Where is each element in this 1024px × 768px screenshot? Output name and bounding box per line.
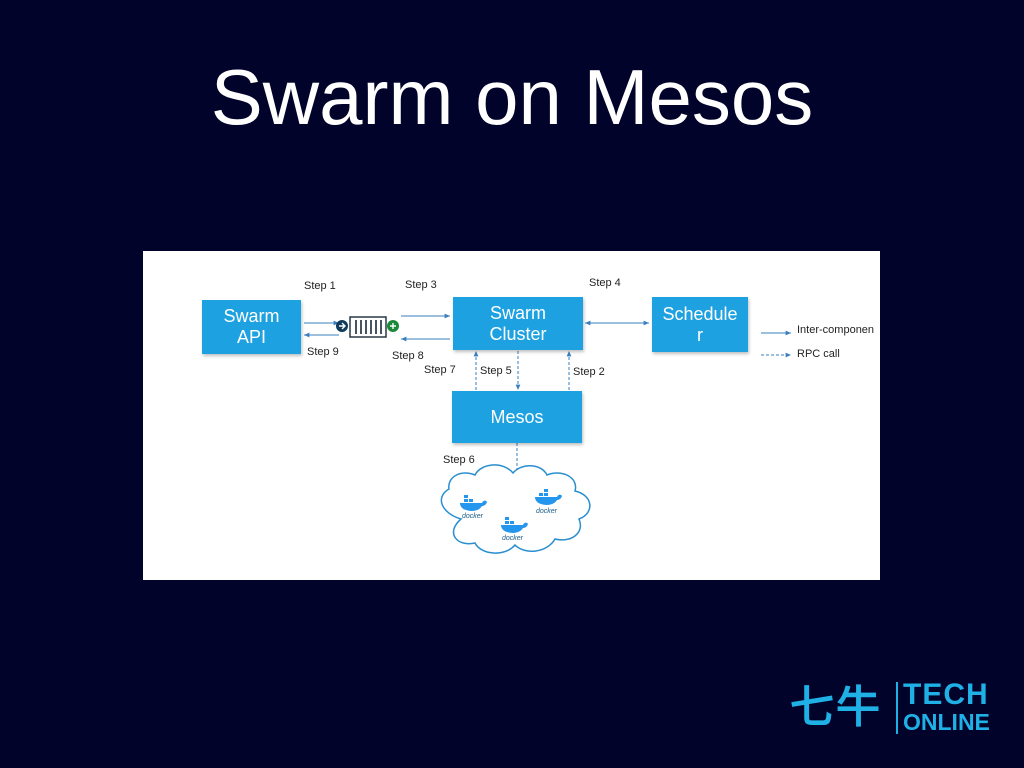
swarm-cluster-label-line1: Swarm: [489, 302, 546, 323]
step-8-label: Step 8: [392, 350, 424, 362]
docker-label: docker: [462, 513, 484, 520]
step-5-label: Step 5: [480, 365, 512, 377]
mesos-box: Mesos: [452, 391, 582, 443]
docker-whale-icon: [501, 517, 528, 533]
scheduler-label-line1: Schedule: [662, 303, 738, 324]
logo-chinese-text: 七牛: [790, 682, 882, 733]
legend-dashed-label: RPC call: [797, 348, 840, 360]
mesos-label: Mesos: [490, 406, 544, 427]
swarm-api-label-line2: API: [236, 327, 266, 347]
slide-title: Swarm on Mesos: [210, 53, 814, 141]
docker-label: docker: [536, 508, 558, 515]
connector-layer: [304, 313, 791, 554]
swarm-cluster-label-line2: Cluster: [489, 323, 547, 344]
step-2-label: Step 2: [573, 366, 605, 378]
step-3-label: Step 3: [405, 279, 437, 291]
step-4-label: Step 4: [589, 277, 621, 289]
logo-tech-text: TECH: [903, 678, 989, 711]
swarm-api-label-line1: Swarm: [223, 306, 280, 326]
docker-whale-icon: [460, 495, 487, 511]
scheduler-box: Schedule r: [652, 297, 748, 352]
step-6-label: Step 6: [443, 454, 475, 466]
docker-label: docker: [502, 535, 524, 542]
message-queue-icon: [336, 316, 399, 338]
logo-online-text: ONLINE: [903, 709, 990, 735]
legend-solid-label: Inter-componen: [797, 324, 875, 336]
architecture-diagram: Swarm API Swarm Cluster Schedule r Mesos…: [143, 251, 880, 580]
docker-whale-icon: [535, 489, 562, 505]
swarm-api-box: Swarm API: [202, 300, 301, 354]
step-9-label: Step 9: [307, 346, 339, 358]
step-1-label: Step 1: [304, 280, 336, 292]
logo-divider: [896, 682, 898, 734]
qiniu-tech-online-logo: 七牛 TECH ONLINE: [790, 680, 995, 736]
scheduler-label-line2: r: [697, 324, 703, 345]
swarm-cluster-box: Swarm Cluster: [453, 297, 583, 350]
step-7-label: Step 7: [424, 364, 456, 376]
docker-cloud: [440, 464, 591, 554]
